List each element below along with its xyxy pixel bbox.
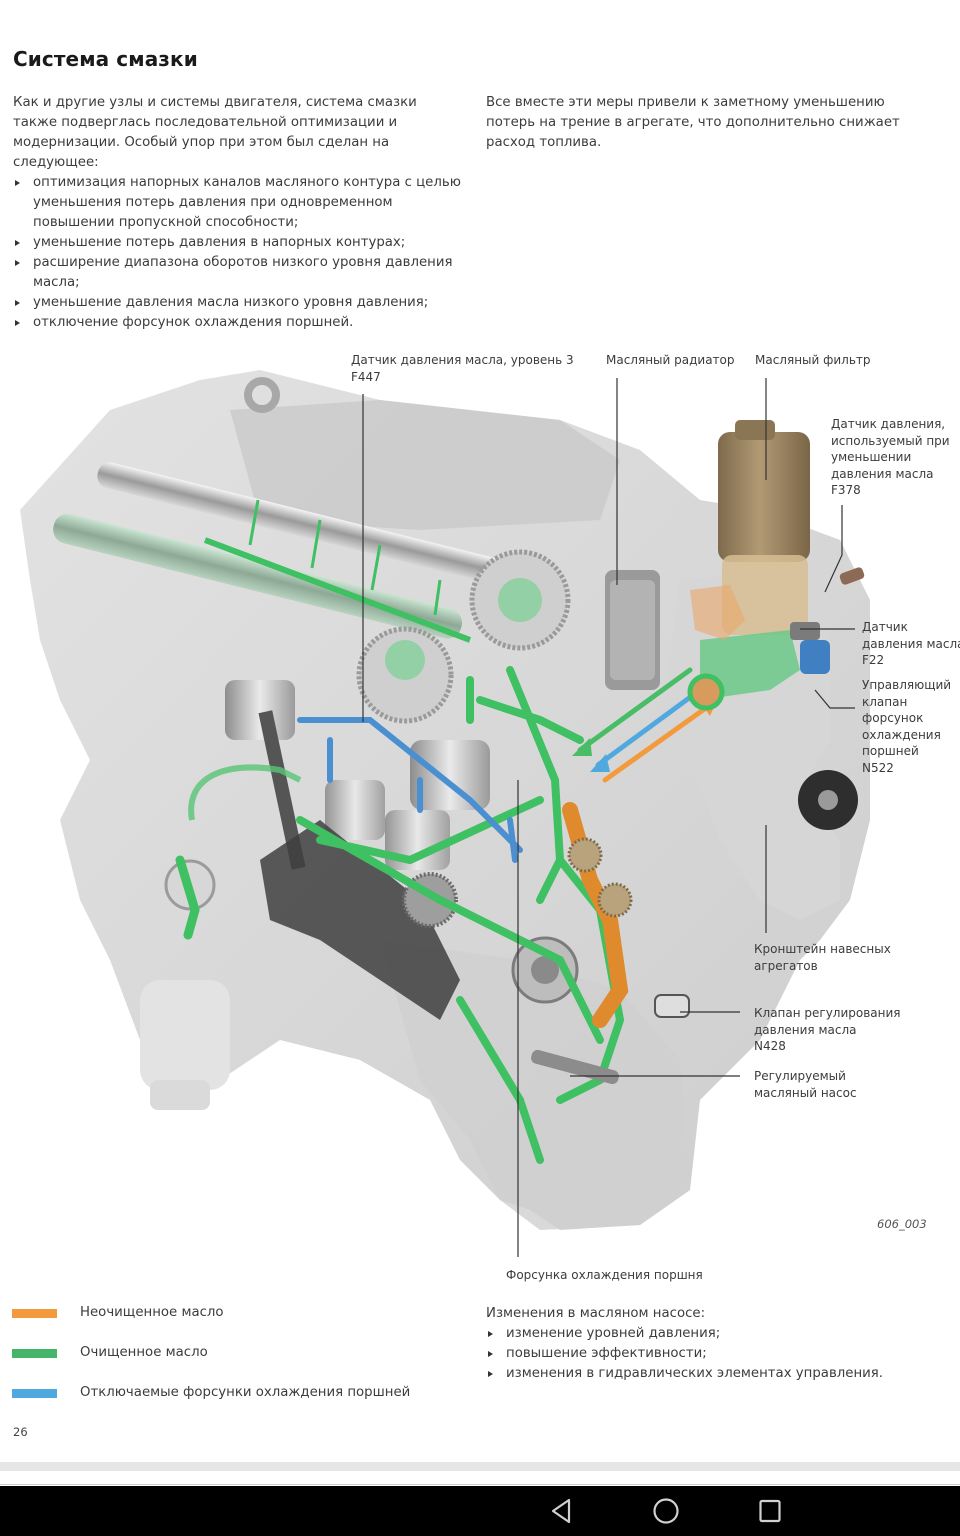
figure-id: 606_003 [877, 1217, 927, 1231]
document-page: Система смазки Как и другие узлы и систе… [0, 47, 960, 1439]
summary-column: Все вместе эти меры привели к заметному … [486, 93, 926, 153]
callout-oil-cooler: Масляный радиатор [606, 353, 735, 367]
engine-lubrication-diagram: Датчик давления масла, уровень 3 F447 Ма… [0, 340, 960, 1290]
intro-bullet-list: оптимизация напорных каналов масляного к… [13, 173, 463, 333]
callout-pressure-sensor-f378: Датчик давления, используемый при уменьш… [831, 417, 950, 497]
legend-label: Неочищенное масло [80, 1305, 224, 1320]
legend-item-filtered-oil: Очищенное масло [12, 1343, 432, 1363]
divider-line [0, 1484, 960, 1485]
oil-pump-changes: Изменения в масляном насосе: изменение у… [486, 1304, 926, 1384]
pump-changes-heading: Изменения в масляном насосе: [486, 1306, 706, 1321]
android-navigation-bar [0, 1486, 960, 1536]
pump-change-bullet: изменение уровней давления; [486, 1324, 926, 1344]
legend-item-unfiltered-oil: Неочищенное масло [12, 1303, 432, 1323]
page-title: Система смазки [13, 47, 198, 71]
home-button[interactable] [648, 1494, 684, 1528]
callout-oil-pressure-sensor-f22: Датчик давления масла F22 [862, 620, 960, 667]
engine-illustration [20, 370, 870, 1257]
intro-bullet: отключение форсунок охлаждения поршней. [13, 313, 463, 333]
callout-oil-pressure-sensor-f447: Датчик давления масла, уровень 3 F447 [351, 353, 574, 384]
intro-bullet: расширение диапазона оборотов низкого ур… [13, 253, 463, 293]
callout-oil-filter: Масляный фильтр [755, 353, 871, 367]
summary-paragraph: Все вместе эти меры привели к заметному … [486, 95, 900, 150]
legend-swatch-blue [12, 1389, 57, 1398]
pump-changes-list: изменение уровней давления; повышение эф… [486, 1324, 926, 1384]
intro-bullet: уменьшение потерь давления в напорных ко… [13, 233, 463, 253]
intro-column: Как и другие узлы и системы двигателя, с… [13, 93, 463, 333]
intro-paragraph: Как и другие узлы и системы двигателя, с… [13, 95, 417, 170]
intro-bullet: уменьшение давления масла низкого уровня… [13, 293, 463, 313]
legend-label: Очищенное масло [80, 1345, 208, 1360]
home-icon [653, 1498, 679, 1524]
pump-change-bullet: повышение эффективности; [486, 1344, 926, 1364]
legend-label: Отключаемые форсунки охлаждения поршней [80, 1385, 411, 1400]
legend-swatch-orange [12, 1309, 57, 1318]
legend-item-piston-cooling-jets: Отключаемые форсунки охлаждения поршней [12, 1383, 432, 1403]
page-number: 26 [13, 1425, 28, 1439]
recents-button[interactable] [752, 1494, 788, 1528]
callout-oil-pump: Регулируемый масляный насос [754, 1069, 857, 1100]
back-button[interactable] [543, 1494, 579, 1528]
callout-piston-cooling-valve-n522: Управляющий клапан форсунок охлаждения п… [862, 678, 952, 775]
callout-pressure-control-valve-n428: Клапан регулирования давления масла N428 [754, 1006, 901, 1053]
intro-bullet: оптимизация напорных каналов масляного к… [13, 173, 463, 233]
pump-change-bullet: изменения в гидравлических элементах упр… [486, 1364, 926, 1384]
callout-piston-cooling-jet: Форсунка охлаждения поршня [506, 1268, 703, 1282]
page-divider [0, 1462, 960, 1471]
recents-icon [759, 1499, 781, 1523]
legend-swatch-green [12, 1349, 57, 1358]
callout-accessory-bracket: Кронштейн навесных агрегатов [754, 942, 891, 973]
back-icon [551, 1498, 571, 1524]
